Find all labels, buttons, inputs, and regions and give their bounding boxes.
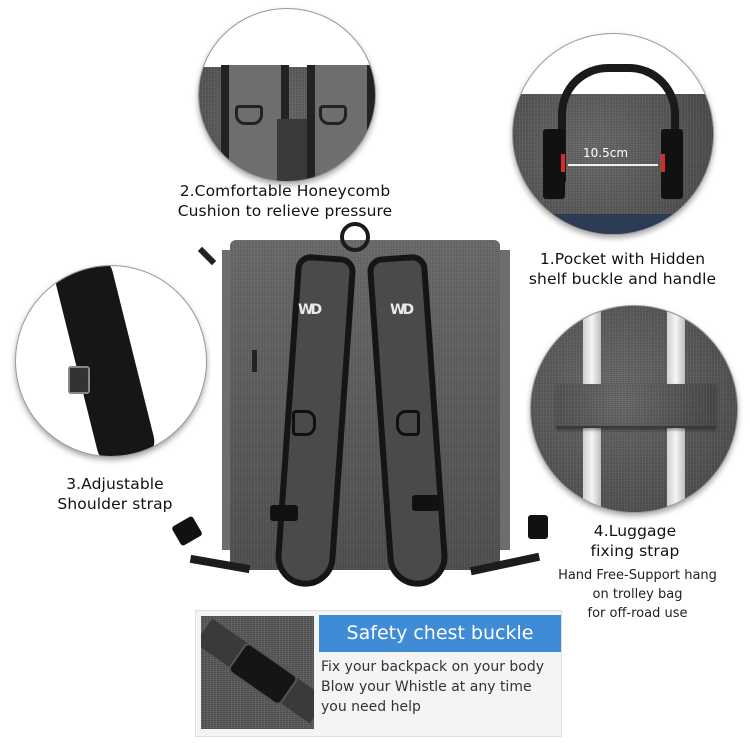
feature-2-title: 2.Comfortable Honeycomb (179, 182, 391, 200)
brand-logo-left: WD (298, 302, 322, 318)
safety-desc-line: you need help (321, 699, 421, 715)
handle-loop (558, 64, 679, 182)
strap-adjuster-left (270, 505, 298, 521)
red-accent-left (561, 154, 565, 172)
chest-buckle-left (171, 515, 203, 547)
feature-1-caption: 1.Pocket with Hidden shelf buckle and ha… (510, 249, 735, 289)
d-ring-icon (292, 410, 316, 436)
feature-2-caption: 2.Comfortable Honeycomb Cushion to relie… (150, 181, 420, 221)
feature-3-caption: 3.Adjustable Shoulder strap (40, 474, 190, 514)
feature-4-detail-line: Hand Free-Support hang (558, 568, 717, 583)
strap-clip-icon (68, 366, 90, 394)
right-hidden-buckle (661, 129, 683, 199)
d-ring-left-icon (235, 105, 263, 125)
feature-4-caption: 4.Luggage fixing strap (560, 521, 710, 561)
detail-circle-honeycomb-cushion (198, 8, 376, 182)
top-handle-ring (340, 222, 370, 252)
feature-4-subtitle: fixing strap (590, 542, 680, 560)
detail-circle-luggage-strap (530, 305, 738, 513)
strap-adjuster-right (412, 495, 440, 511)
detail-circle-shoulder-strap (15, 265, 207, 457)
d-ring-icon (396, 410, 420, 436)
zipper-pull-icon (252, 350, 257, 372)
detail-circle-handle: 10.5cm (512, 33, 714, 235)
brand-logo-right: WD (390, 302, 414, 318)
zipper-pull-icon (197, 246, 217, 266)
shoulder-strap-padded (51, 266, 159, 456)
feature-3-subtitle: Shoulder strap (57, 495, 173, 513)
navy-trim (513, 214, 713, 234)
feature-1-title: 1.Pocket with Hidden (539, 250, 706, 268)
feature-1-subtitle: shelf buckle and handle (528, 270, 717, 288)
chest-buckle-photo (201, 616, 314, 729)
feature-2-subtitle: Cushion to relieve pressure (177, 202, 393, 220)
safety-desc-line: Blow your Whistle at any time (321, 679, 532, 695)
feature-4-details: Hand Free-Support hang on trolley bag fo… (545, 566, 730, 623)
feature-4-detail-line: on trolley bag (592, 587, 683, 602)
feature-3-title: 3.Adjustable (66, 475, 164, 493)
chest-buckle-right (528, 515, 548, 539)
safety-panel-title: Safety chest buckle (319, 615, 561, 652)
left-hidden-buckle (543, 129, 565, 199)
feature-4-title: 4.Luggage (593, 522, 677, 540)
safety-desc-line: Fix your backpack on your body (321, 659, 545, 675)
luggage-fixing-strap (556, 384, 716, 428)
feature-4-detail-line: for off-road use (587, 606, 688, 621)
d-ring-right-icon (319, 105, 347, 125)
safety-chest-buckle-panel: Safety chest buckle Fix your backpack on… (195, 610, 562, 737)
center-panel (277, 119, 307, 181)
red-accent-right (661, 154, 665, 172)
measurement-label: 10.5cm (583, 146, 629, 160)
safety-panel-description: Fix your backpack on your body Blow your… (321, 657, 544, 717)
measurement-arrow (568, 164, 658, 166)
